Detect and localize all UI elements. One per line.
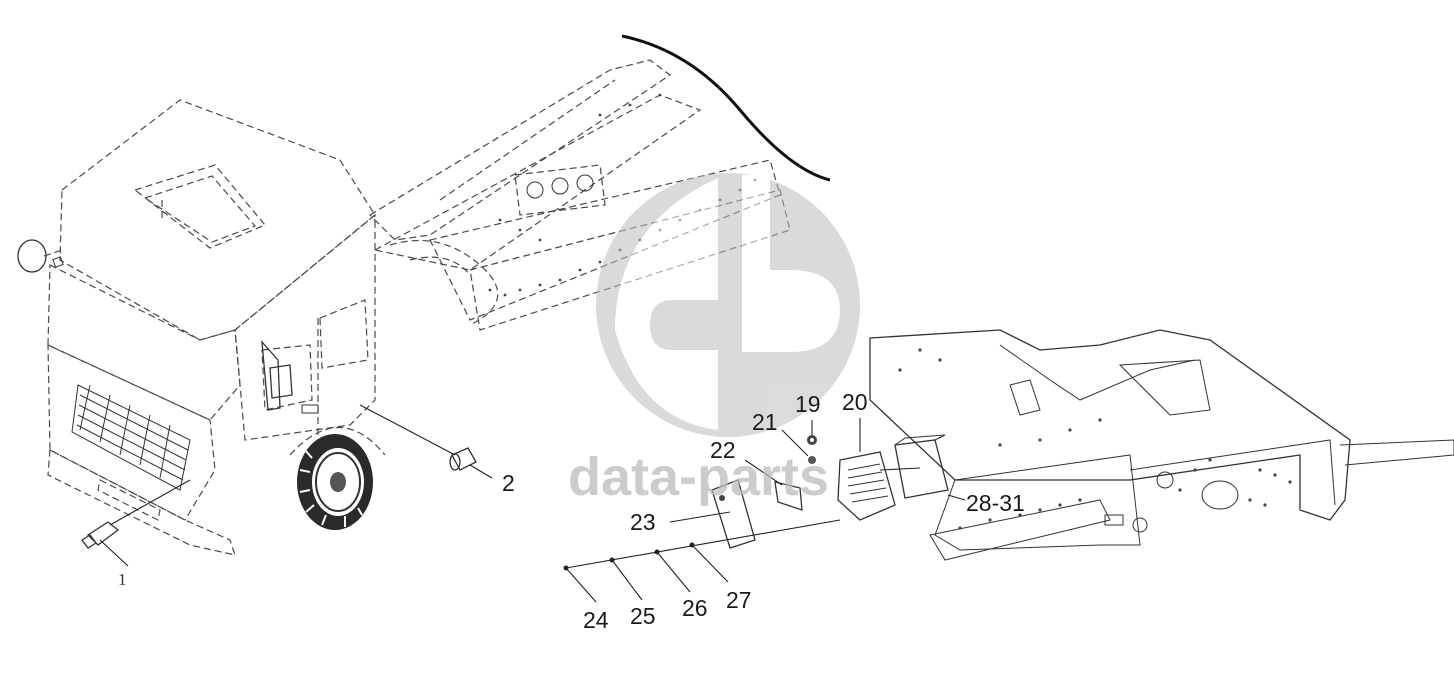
callout-1: 1	[118, 570, 127, 589]
callout-2: 2	[502, 470, 515, 496]
parts-24-27-wiring	[563, 519, 841, 571]
callout-21: 21	[752, 409, 778, 435]
part-22-connector	[774, 481, 803, 511]
part-28-31-cover	[894, 434, 949, 499]
truck-cab-illustration	[17, 99, 386, 556]
rear-frame-illustration	[869, 329, 1454, 561]
callout-28-31: 28-31	[966, 490, 1025, 516]
callout-24: 24	[583, 607, 609, 633]
part-1-sensor	[81, 521, 120, 549]
part-19-nut	[807, 435, 817, 445]
callout-27: 27	[726, 587, 752, 613]
callout-19: 19	[795, 391, 821, 417]
part-2-connector	[449, 447, 477, 471]
callout-23: 23	[630, 509, 656, 535]
callout-20: 20	[842, 389, 868, 415]
dp-logo-icon	[596, 173, 860, 437]
watermark: data-parts	[568, 173, 860, 507]
part-21-washer	[808, 456, 816, 464]
part-23-bracket	[711, 479, 756, 549]
callout-26: 26	[682, 595, 708, 621]
leader-lines	[99, 404, 966, 603]
callout-22: 22	[710, 437, 736, 463]
callout-25: 25	[630, 603, 656, 629]
callout-labels: 1 2 19 20 21 22 23 24 25 26 27 28-31	[118, 389, 1025, 633]
part-20-control-unit	[837, 451, 896, 521]
watermark-text: data-parts	[568, 447, 829, 507]
chassis-frame-illustration	[369, 34, 831, 331]
